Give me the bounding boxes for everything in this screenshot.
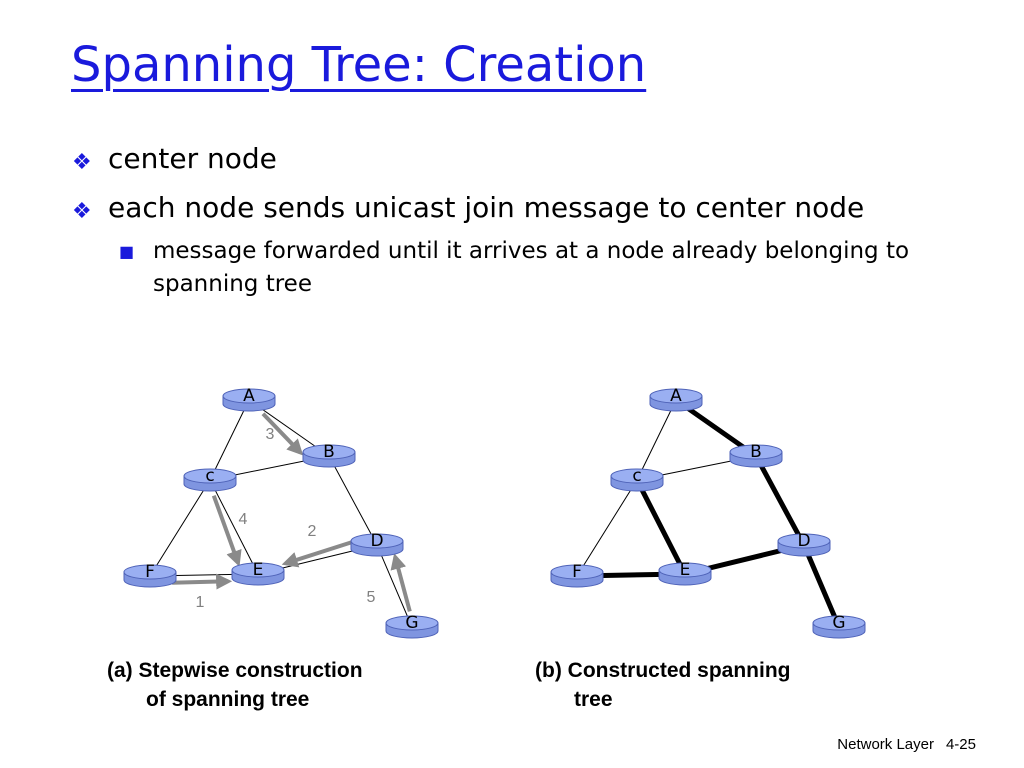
caption-a-line1: (a) Stepwise construction (107, 659, 363, 682)
router-label: F (572, 562, 582, 582)
link-A-c (636, 399, 677, 481)
router-top (231, 562, 285, 578)
bullet-item: ❖ each node sends unicast join message t… (72, 189, 952, 226)
router-label: E (680, 560, 691, 580)
router-top (610, 468, 664, 484)
join-arrow (390, 553, 412, 612)
join-arrow (211, 494, 242, 567)
router-label: D (797, 531, 810, 551)
bullet-item: ❖ center node (72, 140, 952, 177)
caption-b-line1: (b) Constructed spanning (535, 659, 791, 682)
router-top (183, 468, 237, 484)
tree-link-c-E (634, 477, 688, 577)
router-node-B: B (302, 442, 356, 468)
step-number-label: 3 (266, 426, 275, 443)
caption-a-line2: of spanning tree (146, 688, 310, 711)
link-A-c (209, 399, 250, 481)
router-top (649, 388, 703, 404)
join-arrow-step-1: 1 (172, 573, 233, 611)
link-c-F (149, 479, 211, 577)
diamond-bullet-icon: ❖ (72, 199, 92, 224)
step-number-label: 5 (367, 589, 376, 606)
diamond-bullet-icon: ❖ (72, 150, 92, 175)
tree-link-D-G (801, 542, 842, 630)
diagram-b-constructed-tree: A BcD E F G (550, 386, 866, 639)
step-number-label: 1 (196, 594, 205, 611)
link-F-c (576, 479, 638, 577)
join-arrow (281, 539, 355, 568)
router-node-B: B (729, 442, 783, 468)
caption-b: (b) Constructed spanning tree (535, 656, 791, 714)
step-number-label: 2 (308, 523, 317, 540)
tree-link-B-D (753, 453, 807, 548)
router-top (123, 564, 177, 580)
router-node-G: G (812, 613, 866, 639)
bullet-text: center node (108, 142, 277, 175)
router-top (812, 615, 866, 631)
join-arrow-step-2: 2 (281, 523, 355, 568)
router-node-F: F (123, 562, 177, 588)
router-node-c: c (610, 466, 664, 492)
router-top (729, 444, 783, 460)
link-c-E (209, 479, 259, 575)
footer-text: Network Layer (837, 736, 934, 753)
router-top (302, 444, 356, 460)
router-node-A: A (649, 386, 703, 412)
bullet-list: ❖ center node ❖ each node sends unicast … (72, 140, 952, 301)
router-top (350, 533, 404, 549)
square-bullet-icon: ■ (119, 242, 135, 261)
sub-bullet-item: ■ message forwarded until it arrives at … (117, 235, 952, 301)
join-arrow (172, 573, 233, 590)
router-node-D: D (350, 531, 404, 557)
step-number-label: 4 (239, 511, 248, 528)
router-node-F: F (550, 562, 604, 588)
router-node-D: D (777, 531, 831, 557)
join-arrow-step-4: 4 (211, 494, 248, 567)
sub-bullet-text: message forwarded until it arrives at a … (153, 238, 910, 297)
router-label: D (370, 531, 383, 551)
router-label: G (832, 613, 845, 633)
router-node-A: A (222, 386, 276, 412)
link-D-G (376, 544, 413, 628)
router-label: A (670, 386, 682, 406)
router-top (385, 615, 439, 631)
router-label: c (205, 466, 214, 486)
join-arrow (261, 412, 304, 456)
caption-a: (a) Stepwise construction of spanning tr… (107, 656, 363, 714)
router-label: G (405, 613, 418, 633)
join-arrow-step-5: 5 (367, 553, 412, 612)
bullet-text: each node sends unicast join message to … (108, 191, 865, 224)
router-node-E: E (658, 560, 712, 586)
router-label: B (750, 442, 762, 462)
join-arrow-step-3: 3 (261, 412, 304, 456)
router-label: E (253, 560, 264, 580)
router-label: F (145, 562, 155, 582)
router-top (550, 564, 604, 580)
page-number: 4-25 (945, 736, 976, 753)
router-label: c (632, 466, 641, 486)
router-node-E: E (231, 560, 285, 586)
router-top (222, 388, 276, 404)
router-top (658, 562, 712, 578)
caption-b-line2: tree (574, 688, 613, 711)
router-label: B (323, 442, 335, 462)
router-node-c: c (183, 466, 237, 492)
slide-footer: Network Layer 4-25 (837, 736, 976, 753)
slide-title: Spanning Tree: Creation (71, 37, 647, 93)
router-node-G: G (385, 613, 439, 639)
router-top (777, 533, 831, 549)
diagram-a-stepwise: 1 2 3 4 5 A BcD E F G (123, 386, 439, 639)
router-label: A (243, 386, 255, 406)
link-B-D (328, 455, 378, 546)
